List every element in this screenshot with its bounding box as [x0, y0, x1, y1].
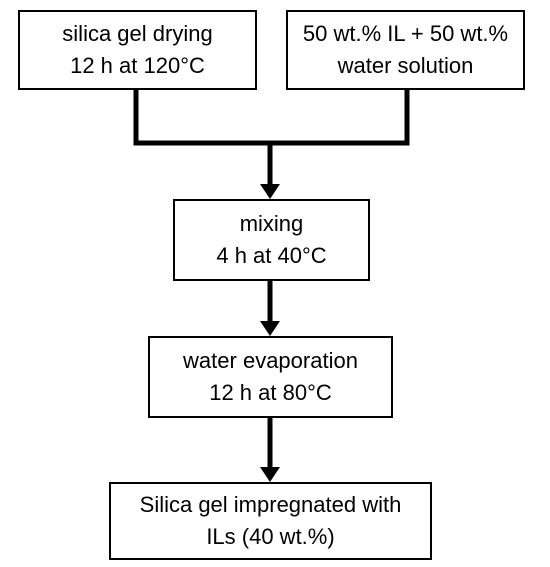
step-impregnated-silica-gel: Silica gel impregnated with ILs (40 wt.%…: [109, 482, 432, 560]
step-drying-title: silica gel drying: [62, 21, 213, 46]
step-result-detail: ILs (40 wt.%): [206, 524, 335, 549]
step-water-evaporation: water evaporation 12 h at 80°C: [148, 336, 393, 418]
step-solution-title: 50 wt.% IL + 50 wt.%: [302, 21, 509, 46]
arrowhead-to-mixing: [260, 184, 280, 199]
step-mixing: mixing 4 h at 40°C: [173, 199, 370, 281]
step-solution-subtitle: water solution: [337, 53, 474, 78]
step-evaporation-condition: 12 h at 80°C: [209, 380, 332, 405]
step-silica-gel-drying: silica gel drying 12 h at 120°C: [18, 10, 257, 90]
step-il-water-solution: 50 wt.% IL + 50 wt.% water solution: [286, 10, 525, 90]
step-result-title: Silica gel impregnated with: [139, 492, 402, 517]
step-evaporation-title: water evaporation: [183, 348, 358, 373]
step-mixing-condition: 4 h at 40°C: [216, 243, 327, 268]
step-mixing-title: mixing: [239, 211, 304, 236]
arrowhead-to-evaporation: [260, 321, 280, 336]
arrowhead-to-result: [260, 467, 280, 482]
step-drying-condition: 12 h at 120°C: [70, 53, 205, 78]
